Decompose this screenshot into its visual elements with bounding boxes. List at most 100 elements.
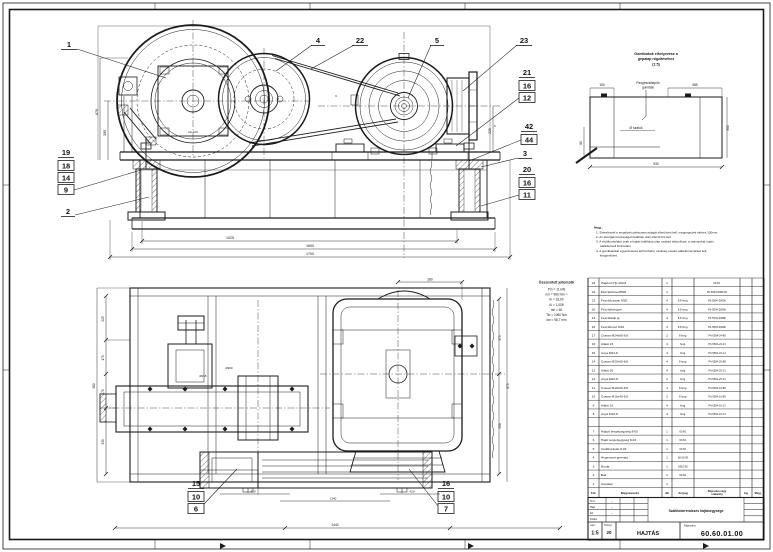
- callout-18: 18: [62, 162, 70, 171]
- callout-22: 22: [356, 36, 364, 45]
- plan-dim-left3: 170: [101, 389, 105, 395]
- part-pos: 4: [593, 456, 595, 460]
- part-name: Feszítőorsó M16: [601, 325, 624, 329]
- part-qty: 1: [666, 456, 668, 460]
- part-name: Hajtott tengelyegység 8-05: [601, 430, 638, 434]
- callout-14: 14: [62, 174, 71, 183]
- callout-5: 5: [435, 36, 439, 45]
- param-line: Pm = 11 kW: [548, 288, 565, 292]
- part-qty: 2: [666, 333, 668, 337]
- part-pos: 23: [592, 281, 596, 285]
- part-name: Ékszíjtárcsa Ø500: [601, 289, 626, 294]
- drawing-number: 60.60.01.00: [701, 529, 743, 538]
- sig-dash: –: [611, 505, 613, 509]
- callout-12: 12: [523, 94, 531, 103]
- scale-label: Lépt.: [590, 524, 596, 527]
- part-name: Alátét 24: [601, 342, 613, 346]
- part-name: Feszítőcsavar M20: [601, 299, 627, 303]
- part-qty: 1: [666, 482, 668, 486]
- guard-dim2: 420: [409, 490, 414, 494]
- part-pos: 19: [592, 316, 596, 320]
- plan-dim-left-total: 960: [92, 383, 96, 389]
- param-line: iö = 1,008: [549, 303, 563, 307]
- part-name: Anya M16-8: [601, 412, 618, 416]
- part-name: Gépalap: [601, 482, 613, 486]
- fold-mark: [703, 543, 709, 549]
- part-material: 8.8 horg.: [678, 299, 689, 303]
- part-qty: 4: [666, 316, 668, 320]
- header-remark: Megj.: [755, 491, 762, 495]
- sig-label-rajz: Rajz.: [590, 505, 596, 509]
- param-line: nki = 60: [551, 308, 562, 312]
- part-number: Ph-5504-2009b: [708, 325, 726, 329]
- part-pos: 9: [593, 403, 595, 407]
- part-pos: 7: [593, 430, 595, 434]
- part-qty: 1: [666, 430, 668, 434]
- part-number: Ph-5504-20-88: [708, 360, 726, 364]
- part-pos: 5: [593, 447, 595, 451]
- detail-dim-585: 585: [692, 83, 698, 87]
- note-line: 3. A védőburkolatot csak a hajtás leállí…: [596, 240, 714, 244]
- detail-title-1: Gumibakok elhelyezése a: [634, 52, 679, 56]
- part-qty: 2: [666, 377, 668, 381]
- part-name: Feszítőtalp lg.: [601, 316, 620, 320]
- part-name: Alátét 16: [601, 403, 613, 407]
- part-name: Bak: [601, 473, 607, 477]
- vibration-mount-left: [128, 138, 165, 220]
- part-qty: 4: [666, 403, 668, 407]
- part-qty: 1: [666, 464, 668, 468]
- detail-dim-150: 150: [599, 83, 605, 87]
- dim-1700: 1700: [306, 252, 314, 256]
- callout-15: 15: [192, 479, 200, 488]
- part-pos: 22: [592, 290, 596, 294]
- part-number: Ph-5504-16-14: [708, 412, 726, 416]
- drawing-title: HAJTÁS: [637, 530, 659, 537]
- part-pos: 8: [593, 412, 595, 416]
- callout-16b: 16: [523, 179, 531, 188]
- part-qty: 4: [666, 368, 668, 372]
- part-qty: 4: [666, 342, 668, 346]
- project-name: Szállítóberendezés hajtásegysége: [669, 509, 724, 513]
- param-line: dw = 98,7 mm: [546, 318, 566, 322]
- callout-16c: 16: [442, 479, 450, 488]
- dim-395: 395: [103, 130, 107, 136]
- part-material: horg.: [680, 403, 686, 407]
- part-name: Csavar M24x80-8.8: [601, 333, 628, 337]
- notes-block: Megj.:1. Szerelésnél a tengelyek párhuza…: [594, 226, 718, 258]
- note-line: kiegyenlíteni.: [600, 254, 618, 258]
- hub-label: Hp-100: [188, 130, 198, 134]
- plan-dim-left4: 330: [101, 439, 105, 445]
- header-kg: kg: [744, 491, 748, 495]
- part-material: 8 horg.: [679, 395, 687, 399]
- plan-dim-g2: Ø215: [199, 374, 206, 378]
- part-material: horg.: [680, 412, 686, 416]
- part-qty: 4: [666, 386, 668, 390]
- part-qty: 2: [666, 395, 668, 399]
- part-pos: 15: [592, 351, 596, 355]
- bolt-diamonds: [148, 387, 295, 432]
- note-line: 4. A gumibakokat egyenletesen kell terhe…: [596, 249, 707, 253]
- callout-1: 1: [67, 40, 71, 49]
- part-name: Hegesztett gerenda: [601, 456, 628, 460]
- part-material: 8 horg.: [679, 333, 687, 337]
- part-material: 60.60.: [679, 430, 686, 434]
- plan-dim-overall: 2440: [331, 523, 338, 527]
- guard-dim3: 1340: [330, 497, 337, 501]
- front-elevation-view: Hp-100: [58, 20, 537, 260]
- part-material: 8.8 horg.: [678, 307, 689, 311]
- fold-mark: [220, 543, 226, 549]
- part-name: Csavar M16x40-8.8: [601, 395, 628, 399]
- note-line: 1. Szerelésnél a tengelyek párhuzamosság…: [596, 230, 718, 234]
- sig-label-ell: Ell.: [590, 511, 594, 515]
- part-qty: 1: [666, 473, 668, 477]
- note-line: 2. Az ékszíjak feszességét beállítás utá…: [596, 235, 672, 239]
- weld-mark: 6: [335, 94, 337, 98]
- part-material: horg.: [680, 342, 686, 346]
- dim-1600: 1600: [306, 244, 314, 248]
- part-qty: 4: [666, 351, 668, 355]
- part-name: Csavar M20x60-8.8: [601, 360, 628, 364]
- plan-dimensions: 225 170 170 330 960 375 500 875 280 420 …: [92, 278, 562, 531]
- title-block: Terv. Rajz. Ell. Szabv. – – – Szállítóbe…: [588, 498, 764, 541]
- callout-4: 4: [316, 36, 321, 45]
- part-name: Feszítőkengyel: [601, 307, 622, 311]
